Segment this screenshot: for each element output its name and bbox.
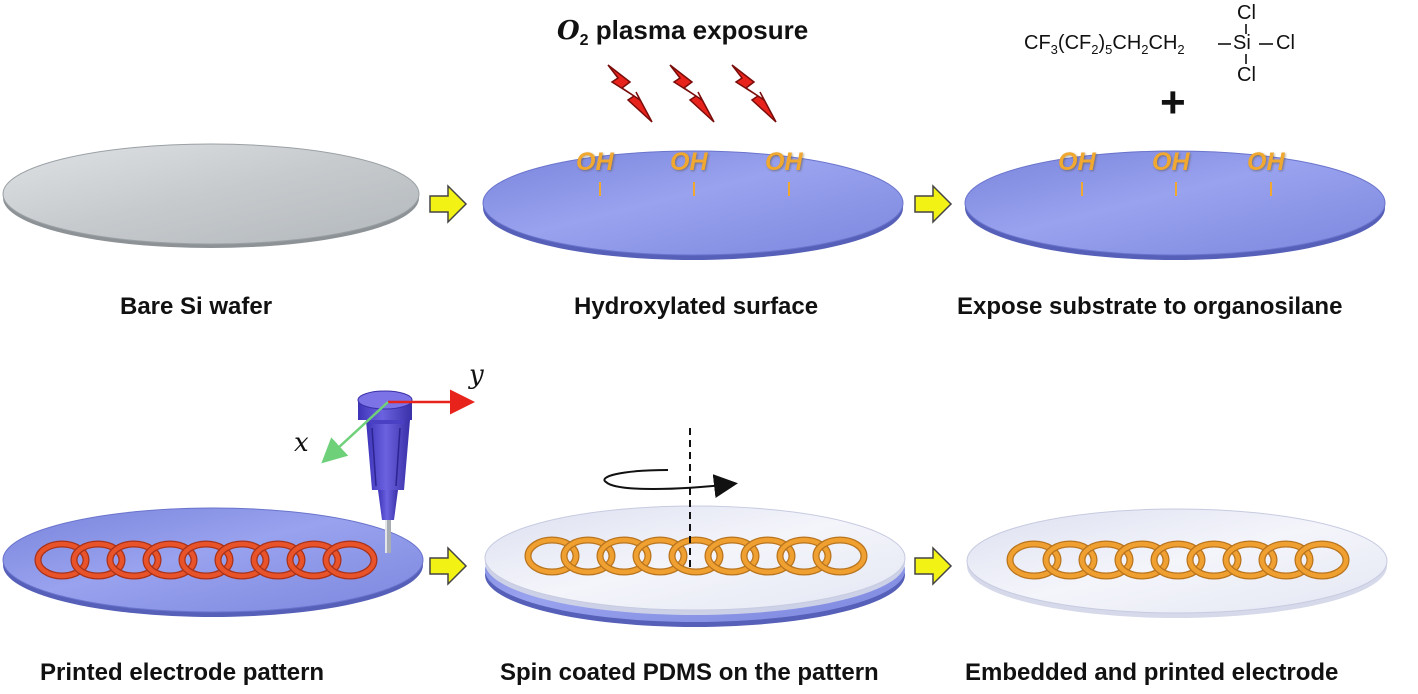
electrode-ring-fill (1007, 541, 1061, 579)
step5-caption: Spin coated PDMS on the pattern (500, 659, 879, 686)
oh-bond (1081, 182, 1083, 196)
oh-bond (1175, 182, 1177, 196)
silane-sub3: 3 (1050, 42, 1058, 57)
oh-label: OH (1058, 148, 1096, 176)
electrode-ring-fill (597, 537, 651, 575)
step2-caption: Hydroxylated surface (574, 293, 819, 320)
step4-caption: Printed electrode pattern (40, 659, 325, 686)
oh-bond (1270, 182, 1272, 196)
silane-sub5: 5 (1105, 42, 1113, 57)
electrode-ring-fill (71, 541, 125, 579)
oh-bond (693, 182, 695, 196)
electrode-ring-fill (1115, 541, 1169, 579)
silane-ch2b: CH (1148, 32, 1178, 54)
oh-label: OH (765, 148, 803, 176)
step6-caption: Embedded and printed electrode (965, 659, 1339, 686)
embedded-electrode-film (966, 508, 1388, 618)
oh-label: OH (1247, 148, 1285, 176)
silane-sub2a: 2 (1141, 42, 1149, 57)
electrode-ring-fill (35, 541, 89, 579)
printed-wafer (2, 507, 424, 617)
coordinate-axes (321, 389, 475, 464)
electrode-ring-fill (525, 537, 579, 575)
silane-cf3: CF (1024, 32, 1051, 54)
plasma-bolt-icon (669, 64, 715, 123)
silane-formula: CF3(CF2)5CH2CH2 (1024, 32, 1185, 57)
bare-si-wafer (2, 143, 420, 248)
plasma-bolt-icon (607, 64, 653, 123)
plasma-heading: O2 plasma exposure (557, 15, 808, 50)
embedded-electrode-pattern (1006, 540, 1350, 580)
process-arrow (429, 184, 468, 224)
silane-close: ) (1098, 32, 1106, 54)
silane-cl-right: Cl (1276, 32, 1295, 54)
electrode-ring-fill (107, 541, 161, 579)
oh-label: OH (576, 148, 614, 176)
electrode-ring-fill (741, 537, 795, 575)
electrode-ring-fill (1151, 541, 1205, 579)
electrode-ring-fill (813, 537, 867, 575)
hydroxylated-wafer (482, 150, 904, 260)
silane-open: (CF (1057, 32, 1092, 54)
electrode-ring-fill (1295, 541, 1349, 579)
spin-coated-wafer (484, 505, 906, 627)
electrode-ring-fill (705, 537, 759, 575)
electrode-ring-fill (633, 537, 687, 575)
process-arrow (914, 184, 953, 224)
electrode-ring-fill (215, 541, 269, 579)
electrode-ring-fill (251, 541, 305, 579)
electrode-ring-fill (323, 541, 377, 579)
silanized-wafer (964, 150, 1386, 260)
print-nozzle (357, 390, 413, 553)
oh-bond (599, 182, 601, 196)
step3-caption: Expose substrate to organosilane (957, 293, 1343, 320)
plasma-heading-symbol: O (557, 16, 580, 46)
electrode-ring-fill (777, 537, 831, 575)
axis-y-label: y (469, 360, 484, 390)
plus-sign: + (1160, 78, 1186, 127)
plasma-heading-subscript: 2 (579, 32, 589, 50)
spin-rotation-icon (603, 428, 738, 568)
electrode-ring-fill (179, 541, 233, 579)
oh-label: OH (1152, 148, 1190, 176)
silane-ch2a: CH (1112, 32, 1142, 54)
silane-cl-bottom: Cl (1237, 64, 1256, 86)
oh-label: OH (670, 148, 708, 176)
silane-sub2: 2 (1091, 42, 1099, 57)
plasma-heading-text: plasma exposure (595, 15, 809, 45)
printed-electrode-pattern (34, 540, 378, 580)
electrode-ring-fill (1259, 541, 1313, 579)
process-arrow (914, 546, 953, 586)
electrode-ring-fill (561, 537, 615, 575)
electrode-ring-fill (287, 541, 341, 579)
electrode-ring-fill (669, 537, 723, 575)
silane-si: Si (1233, 32, 1251, 54)
axis-x-label: x (294, 428, 309, 458)
electrode-ring-fill (1223, 541, 1277, 579)
step1-caption: Bare Si wafer (120, 293, 273, 320)
silane-cl-top: Cl (1237, 2, 1256, 24)
electrode-ring-fill (1043, 541, 1097, 579)
oh-bond (788, 182, 790, 196)
silane-sub2b: 2 (1177, 42, 1185, 57)
silane-bonds (1218, 24, 1273, 64)
electrode-ring-fill (1079, 541, 1133, 579)
electrode-ring-fill (143, 541, 197, 579)
coated-electrode-pattern (524, 536, 868, 576)
electrode-ring-fill (1187, 541, 1241, 579)
process-arrow (429, 546, 468, 586)
plasma-bolt-icon (731, 64, 777, 123)
